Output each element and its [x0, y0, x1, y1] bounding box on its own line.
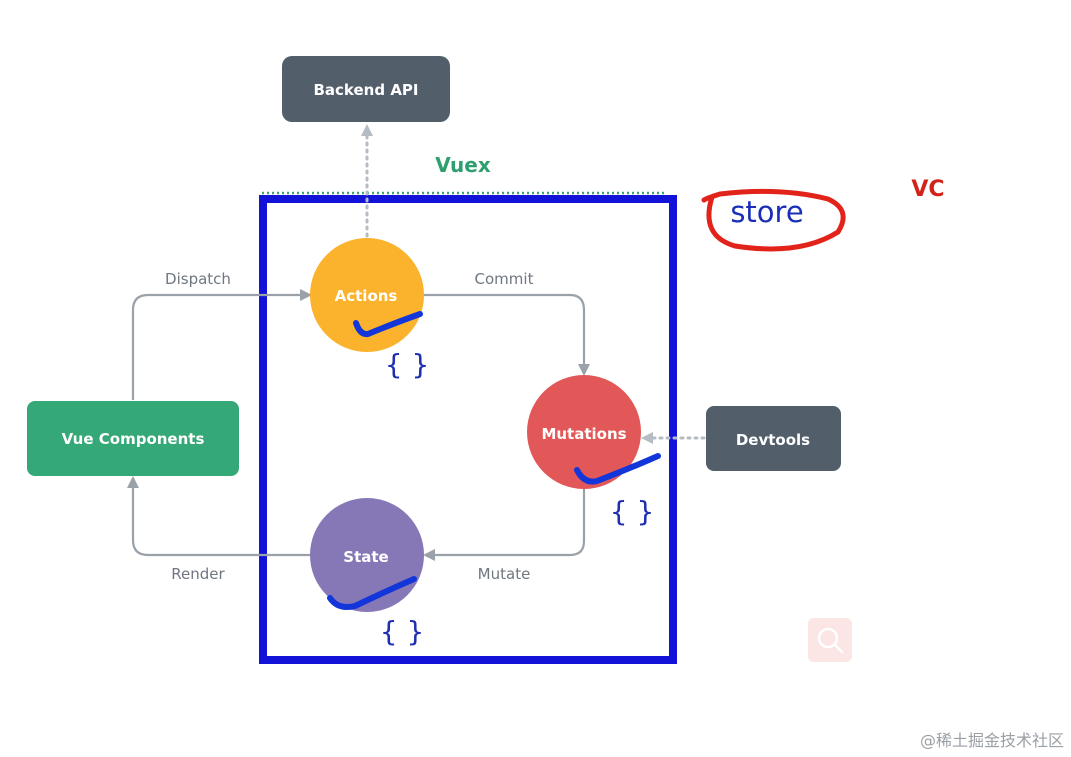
mutations-node [527, 375, 641, 489]
watermark: @稀土掘金技术社区 [920, 731, 1064, 750]
vue-components-label: Vue Components [62, 430, 205, 448]
state-label: State [343, 548, 388, 566]
dispatch-label: Dispatch [165, 270, 231, 288]
edge-render [127, 476, 310, 557]
devtools-label: Devtools [736, 431, 810, 449]
edge-commit [424, 293, 590, 376]
check-mark-actions [353, 311, 423, 338]
commit-label: Commit [475, 270, 534, 288]
check-mark-mutations [574, 453, 661, 485]
actions-label: Actions [335, 287, 398, 305]
brace-actions: { } [385, 348, 430, 381]
state-node [310, 498, 424, 612]
backend-api-node [282, 56, 450, 122]
devtools-node [706, 406, 841, 471]
vc-label: VC [911, 177, 944, 202]
edge-mutate [423, 488, 586, 561]
mutations-label: Mutations [541, 425, 626, 443]
search-icon [808, 618, 852, 662]
vue-components-node [27, 401, 239, 476]
render-label: Render [171, 565, 225, 583]
mutate-label: Mutate [478, 565, 531, 583]
brace-mutations: { } [610, 495, 655, 528]
store-circle [701, 188, 846, 252]
store-label: store [730, 195, 803, 229]
brace-state: { } [380, 615, 425, 648]
check-mark-state [327, 576, 417, 610]
vuex-label: Vuex [435, 153, 491, 177]
edge-dispatch [131, 289, 312, 400]
store-box [259, 195, 677, 664]
backend-api-label: Backend API [313, 81, 418, 99]
